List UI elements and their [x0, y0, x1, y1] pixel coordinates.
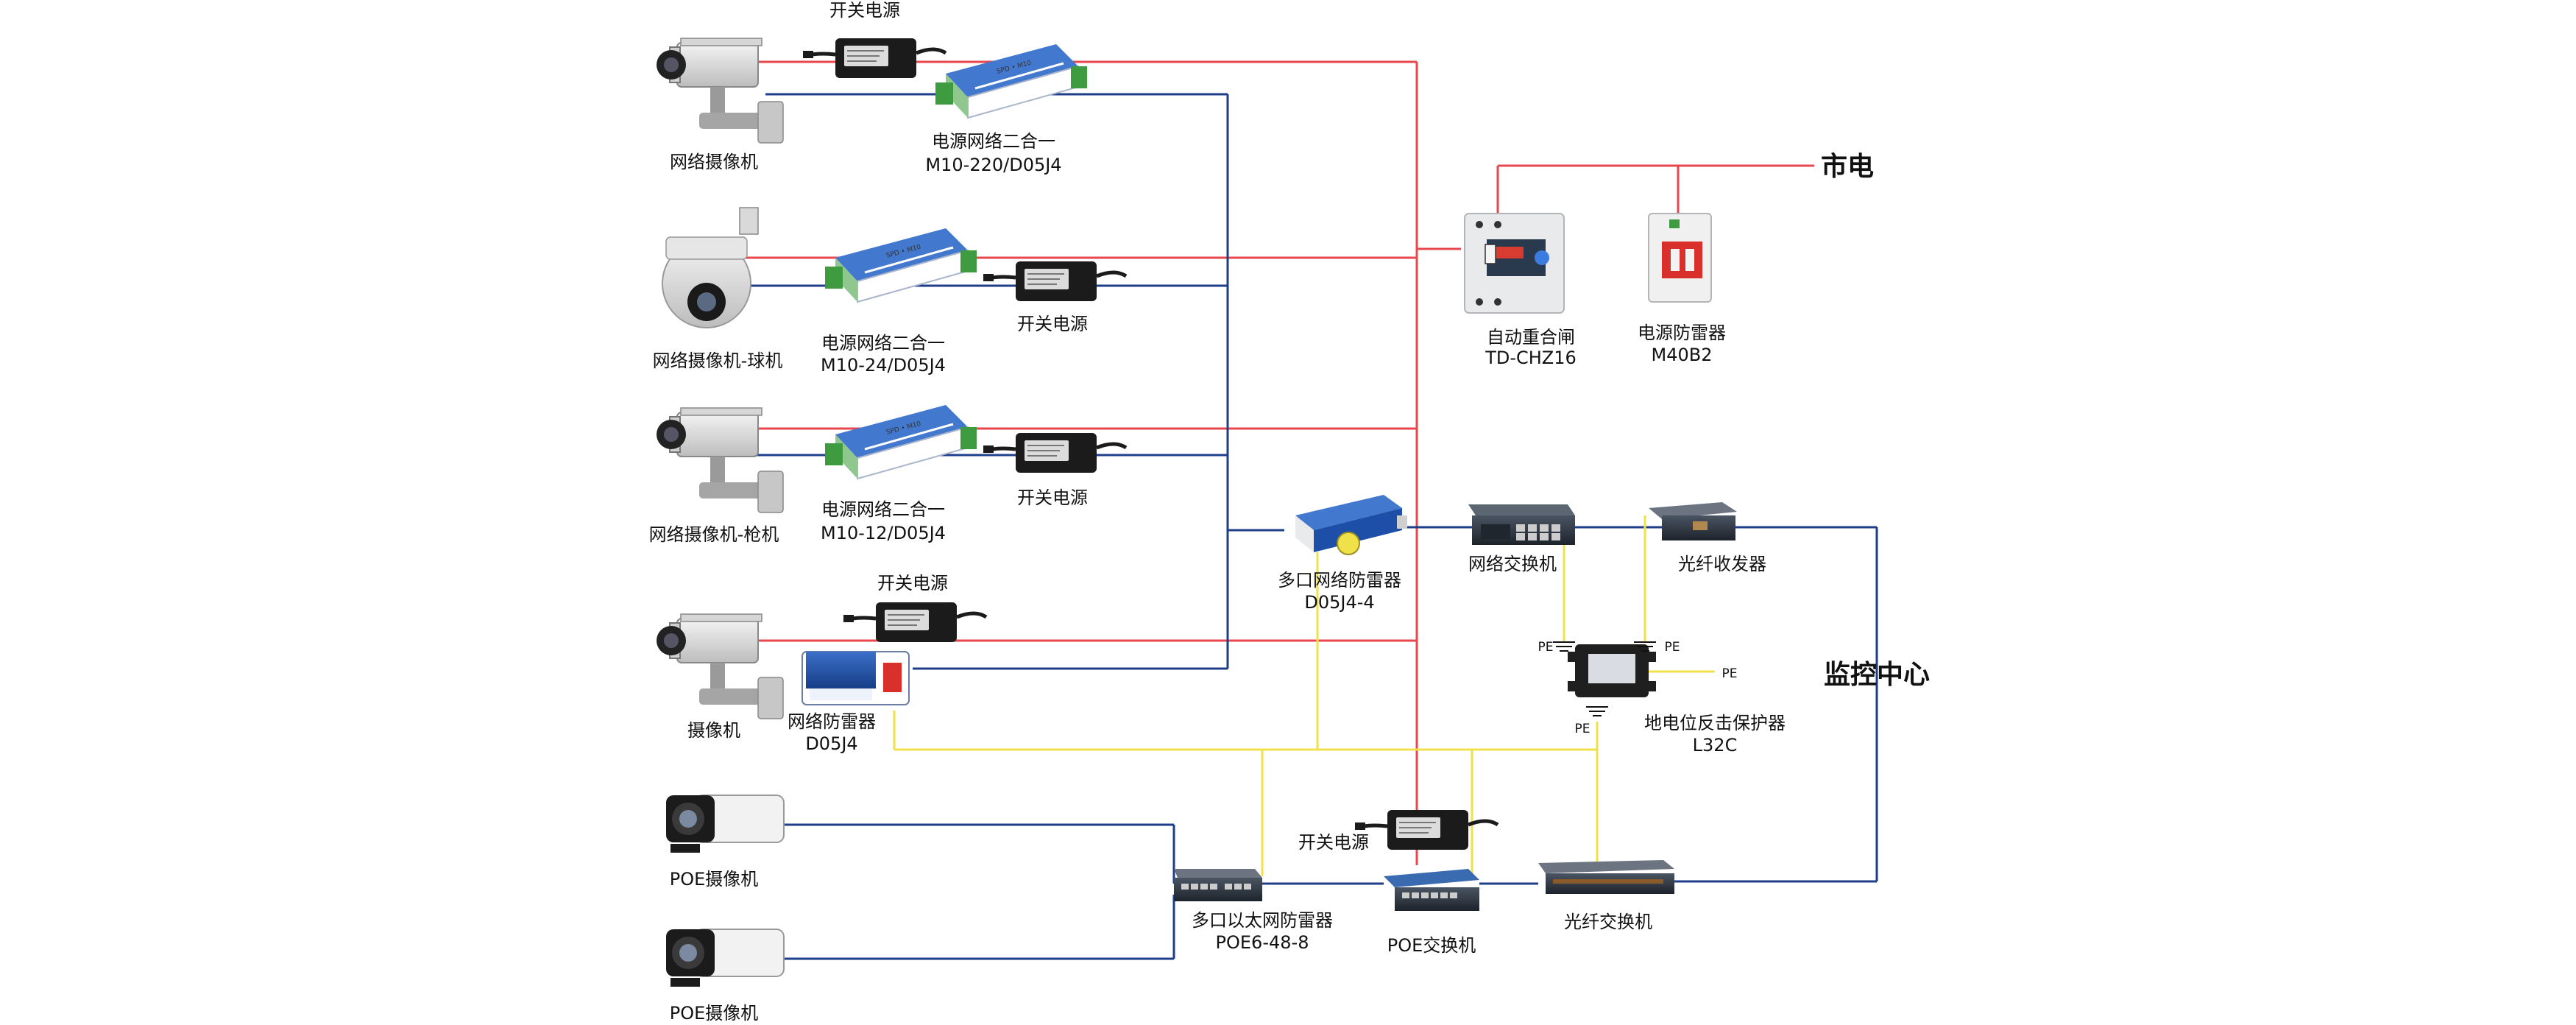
surge-protector-icon	[1174, 869, 1262, 901]
combo-2-name: 电源网络二合一	[821, 333, 945, 353]
box-camera-icon	[656, 613, 784, 719]
fiber-transceiver: 光纤收发器	[1649, 502, 1766, 574]
city-power-label: 市电	[1821, 152, 1874, 182]
fiber-transceiver-icon	[1649, 502, 1737, 540]
pe-label-side: PE	[1722, 666, 1738, 681]
eth-spd-model: POE6-48-8	[1216, 932, 1309, 953]
box-camera-icon	[665, 929, 785, 987]
power-spd: 电源防雷器 M40B2	[1638, 213, 1726, 365]
network-switch-icon	[1384, 869, 1479, 911]
recloser-name: 自动重合闸	[1487, 327, 1575, 348]
switch-power-2: 开关电源	[983, 261, 1126, 334]
poe-switch-label: POE交换机	[1387, 935, 1476, 956]
power-spd-model: M40B2	[1652, 345, 1713, 365]
poe-camera-1-label: POE摄像机	[670, 869, 759, 890]
multi-port-spd: 多口网络防雷器 D05J4-4	[1278, 495, 1407, 613]
network-spd: 网络防雷器 D05J4	[788, 651, 910, 754]
pe-label-right: PE	[1665, 640, 1680, 655]
switch-power-4: 开关电源	[843, 573, 986, 642]
combo-3-name: 电源网络二合一	[821, 499, 945, 520]
net-spd-name: 网络防雷器	[788, 711, 876, 732]
surge-protector-icon	[1295, 495, 1407, 555]
camera-4: 摄像机	[656, 613, 784, 741]
camera-4-label: 摄像机	[687, 720, 740, 741]
eth-spd-name: 多口以太网防雷器	[1192, 910, 1333, 931]
power-adapter-icon	[843, 602, 986, 642]
fiber-switch: 光纤交换机	[1538, 860, 1674, 932]
switch-power-5: 开关电源	[1298, 810, 1498, 853]
surge-protector-icon	[934, 43, 1089, 119]
bullet-camera-label: 网络摄像机-枪机	[649, 524, 779, 545]
pe-label-left: PE	[1538, 640, 1554, 655]
bullet-camera: 网络摄像机-枪机	[649, 407, 784, 545]
ground-lines	[893, 515, 1715, 876]
ground-protector-model: L32C	[1693, 735, 1738, 755]
switch-power-2-label: 开关电源	[1017, 314, 1088, 334]
combo-2-model: M10-24/D05J4	[821, 355, 946, 376]
combo-1-model: M10-220/D05J4	[925, 155, 1061, 175]
recloser-model: TD-CHZ16	[1485, 348, 1577, 368]
fiber-transceiver-label: 光纤收发器	[1678, 554, 1766, 574]
network-switch-label: 网络交换机	[1468, 554, 1557, 574]
power-adapter-icon	[1355, 810, 1498, 850]
switch-power-3-label: 开关电源	[1017, 487, 1088, 508]
recloser: 自动重合闸 TD-CHZ16	[1464, 213, 1577, 368]
poe-camera-2-label: POE摄像机	[670, 1003, 759, 1024]
dome-camera-label: 网络摄像机-球机	[653, 351, 783, 371]
poe-camera-1: POE摄像机	[665, 795, 785, 890]
ground-protector-icon	[1568, 644, 1656, 697]
network-lines	[736, 93, 1878, 960]
camera-1: 网络摄像机	[656, 38, 784, 172]
box-camera-icon	[656, 407, 784, 513]
switch-power-5-label: 开关电源	[1298, 832, 1369, 853]
box-camera-icon	[665, 795, 785, 853]
poe-switch: POE交换机	[1384, 869, 1479, 956]
ground-symbol-icon	[1553, 641, 1656, 716]
network-switch-icon	[1538, 860, 1674, 894]
ground-protector: 地电位反击保护器 L32C	[1568, 644, 1786, 755]
surge-protector-icon	[824, 227, 978, 303]
poe-camera-2: POE摄像机	[665, 929, 785, 1024]
monitor-center-label: 监控中心	[1824, 660, 1930, 690]
combo-spd-2: 电源网络二合一 M10-24/D05J4	[821, 227, 978, 376]
power-adapter-icon	[983, 261, 1126, 301]
power-adapter-icon	[983, 433, 1126, 473]
combo-spd-1: 电源网络二合一 M10-220/D05J4	[925, 43, 1089, 175]
multi-spd-model: D05J4-4	[1304, 592, 1374, 613]
net-spd-model: D05J4	[805, 733, 857, 754]
switch-power-1-label: 开关电源	[829, 0, 900, 21]
ethernet-spd: 多口以太网防雷器 POE6-48-8	[1174, 869, 1333, 953]
surge-protector-icon	[824, 404, 978, 480]
power-adapter-icon	[803, 38, 946, 78]
pe-label-bottom: PE	[1575, 722, 1590, 736]
network-switch-icon	[1468, 504, 1575, 545]
dome-camera-icon	[662, 207, 759, 328]
ground-protector-name: 地电位反击保护器	[1644, 713, 1786, 733]
combo-spd-3: 电源网络二合一 M10-12/D05J4	[821, 404, 978, 543]
dome-camera: 网络摄像机-球机	[653, 207, 783, 371]
combo-3-model: M10-12/D05J4	[821, 523, 946, 543]
switch-power-4-label: 开关电源	[877, 573, 948, 593]
power-spd-name: 电源防雷器	[1638, 323, 1726, 343]
box-camera-icon	[656, 38, 784, 144]
fiber-switch-label: 光纤交换机	[1564, 912, 1652, 932]
camera-1-label: 网络摄像机	[670, 152, 758, 172]
multi-spd-name: 多口网络防雷器	[1278, 570, 1401, 591]
switch-power-1: 开关电源	[803, 0, 946, 78]
surge-protector-icon	[802, 651, 910, 705]
combo-1-name: 电源网络二合一	[932, 131, 1055, 152]
pe-markers: PE PE PE PE	[1538, 640, 1738, 736]
network-switch: 网络交换机	[1468, 504, 1575, 574]
switch-power-3: 开关电源	[983, 433, 1126, 508]
